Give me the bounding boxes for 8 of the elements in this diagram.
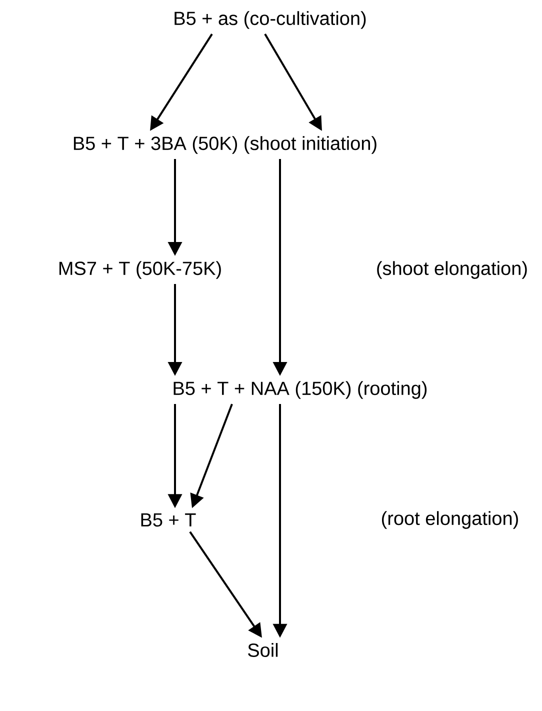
step-label: Soil	[248, 643, 278, 657]
stage-label: (root elongation)	[382, 511, 518, 529]
step-label: MS7 + T (50K-75K)	[59, 261, 221, 279]
step-label: B5 + as (co-cultivation)	[174, 11, 366, 29]
step-label: B5 + T	[141, 513, 196, 527]
step-label: B5 + T + NAA (150K) (rooting)	[174, 381, 427, 399]
stage-label: (shoot elongation)	[377, 261, 527, 279]
step-label: B5 + T + 3BA (50K) (shoot initiation)	[74, 136, 376, 154]
